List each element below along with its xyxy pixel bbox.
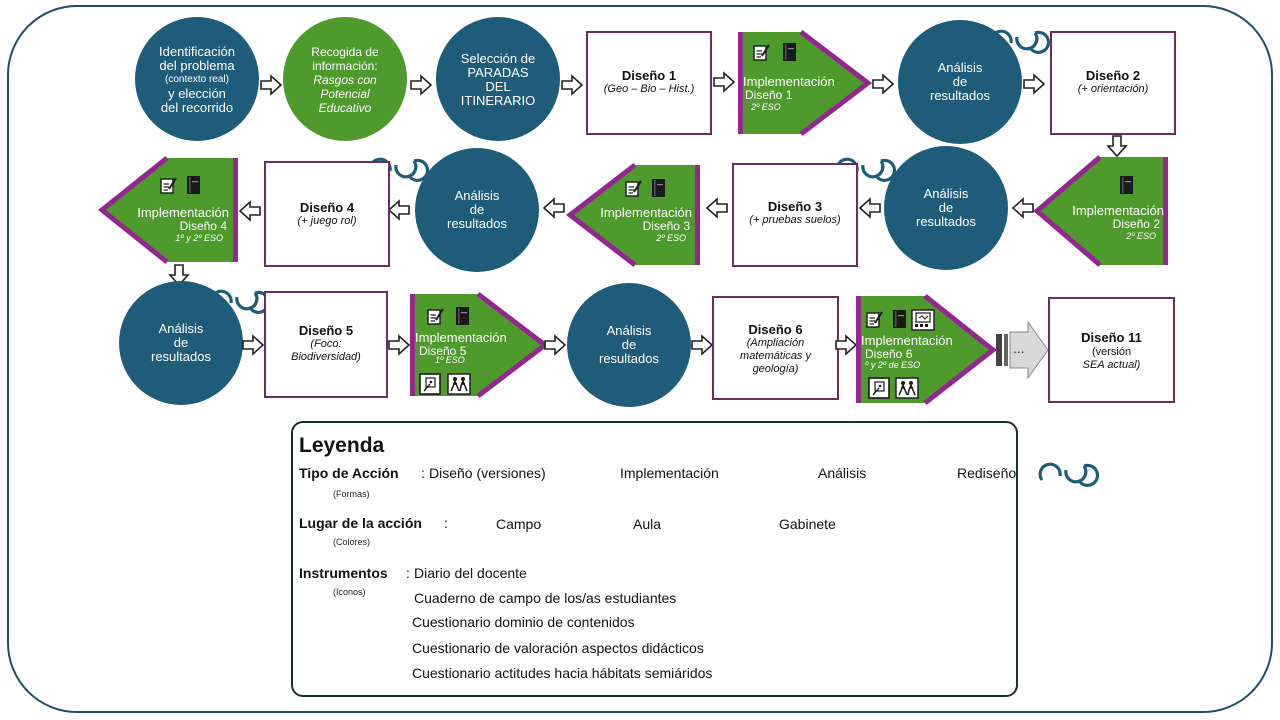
arrow xyxy=(1023,74,1045,94)
legend-instr-label: Instrumentos xyxy=(299,565,388,581)
ellipsis-label: ... xyxy=(1013,340,1025,356)
ellipsis-arrow xyxy=(1009,320,1049,380)
aula-edge xyxy=(923,294,998,405)
arrow xyxy=(388,335,410,355)
legend-tipo-sub: (Formas) xyxy=(333,489,370,499)
arrow xyxy=(242,335,264,355)
legend-tipo-label: Tipo de Acción xyxy=(299,465,399,481)
aula-edge xyxy=(1163,157,1168,265)
analysis-1 xyxy=(898,20,1022,144)
design-6-box xyxy=(712,296,839,400)
arrow xyxy=(859,198,881,218)
design-11-box xyxy=(1048,297,1175,403)
legend-item-diario: Diario del docente xyxy=(414,565,527,581)
arrow xyxy=(410,75,432,95)
design-2-box xyxy=(1050,31,1176,135)
implementation-1-shape xyxy=(738,32,868,134)
design-5-box xyxy=(264,291,388,398)
redesign-loop-icon xyxy=(1038,462,1100,487)
arrow xyxy=(239,201,261,221)
analysis-2 xyxy=(884,146,1008,270)
legend-colon: : xyxy=(444,515,448,531)
aula-edge xyxy=(799,30,873,136)
arrow xyxy=(706,198,728,218)
analysis-4 xyxy=(119,281,243,405)
arrow xyxy=(543,198,565,218)
diary-book-icon xyxy=(783,43,796,61)
arrow xyxy=(561,75,583,95)
attitude-quiz-icon xyxy=(895,377,919,399)
diary-book-icon xyxy=(893,310,906,328)
step-seleccion xyxy=(436,17,560,141)
step-recogida xyxy=(283,17,407,141)
legend-item-campo: Campo xyxy=(496,516,542,532)
arrow xyxy=(260,75,282,95)
aula-edge xyxy=(738,32,743,134)
aula-edge xyxy=(1033,155,1102,267)
legend-item-valoracion: Cuestionario de valoración aspectos didá… xyxy=(412,640,704,656)
diary-book-icon xyxy=(652,179,665,197)
aula-edge xyxy=(233,158,238,262)
implementation-4-shape xyxy=(102,158,238,262)
legend-title: Leyenda xyxy=(299,434,385,457)
legend-lugar-label: Lugar de la acción xyxy=(299,515,422,531)
legend-colon: : xyxy=(406,565,410,581)
design-1-box xyxy=(586,31,712,135)
implementation-3-shape xyxy=(570,165,700,265)
aula-edge xyxy=(97,156,169,264)
legend-box xyxy=(291,421,1018,697)
content-quiz-icon xyxy=(419,373,441,395)
legend-instr-sub: (Iconos) xyxy=(333,587,366,597)
diary-book-icon xyxy=(456,307,469,325)
legend-item-dominio: Cuestionario dominio de contenidos xyxy=(412,614,635,630)
page-frame xyxy=(7,5,1273,713)
arrow xyxy=(1012,198,1034,218)
aula-edge xyxy=(856,296,861,403)
ellipsis-arrow xyxy=(996,334,1002,366)
diary-book-icon xyxy=(1120,176,1133,194)
diary-book-icon xyxy=(187,176,200,194)
legend-item-analisis: Análisis xyxy=(818,465,867,481)
legend-item-rediseno: Rediseño xyxy=(957,465,1017,481)
arrow xyxy=(713,72,735,92)
legend-item-actitudes: Cuestionario actitudes hacia hábitats se… xyxy=(412,665,713,681)
arrow xyxy=(691,335,713,355)
arrow xyxy=(1107,135,1127,157)
legend-item-aula: Aula xyxy=(633,516,662,532)
design-4-box xyxy=(264,161,390,267)
legend-lugar-sub: (Colores) xyxy=(333,537,371,547)
arrow xyxy=(872,74,894,94)
analysis-3 xyxy=(415,148,539,272)
ellipsis-arrow xyxy=(1004,334,1008,366)
content-quiz-icon xyxy=(868,377,890,399)
legend-item-diseno: Diseño (versiones) xyxy=(429,465,546,481)
didactic-quiz-icon xyxy=(911,309,935,331)
aula-edge xyxy=(410,294,415,396)
legend-item-implementacion: Implementación xyxy=(620,465,719,481)
aula-edge xyxy=(695,165,700,265)
legend-colon: : xyxy=(421,465,425,481)
implementation-2-shape xyxy=(1037,157,1168,265)
attitude-quiz-icon xyxy=(447,373,471,395)
aula-edge xyxy=(565,163,637,267)
design-3-box xyxy=(732,163,858,267)
arrow xyxy=(544,335,566,355)
legend-item-gabinete: Gabinete xyxy=(779,516,836,532)
arrow xyxy=(388,200,410,220)
legend-item-cuaderno: Cuaderno de campo de los/as estudiantes xyxy=(414,590,677,606)
analysis-5 xyxy=(567,283,691,407)
step-identificacion xyxy=(135,17,259,141)
